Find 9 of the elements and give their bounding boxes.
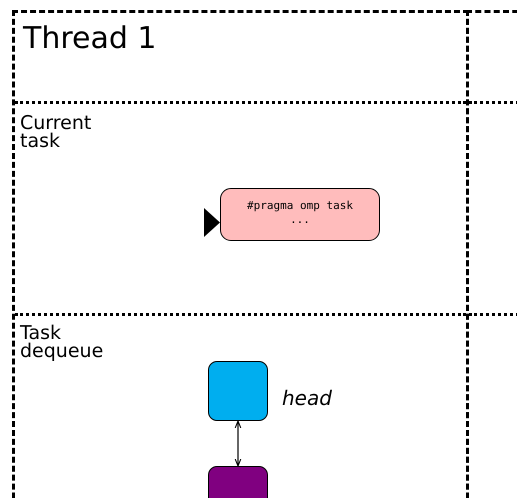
section-label: Task dequeue [20, 324, 104, 360]
section-label: Current task [20, 114, 92, 150]
code-text: #pragma omp task ... [246, 199, 354, 226]
section-band [15, 313, 466, 498]
task-box [220, 188, 380, 241]
side-label: head [282, 388, 332, 408]
panel-title: Thread 1 [23, 25, 157, 54]
arrow [234, 420, 242, 467]
thread-panel [12, 10, 469, 498]
